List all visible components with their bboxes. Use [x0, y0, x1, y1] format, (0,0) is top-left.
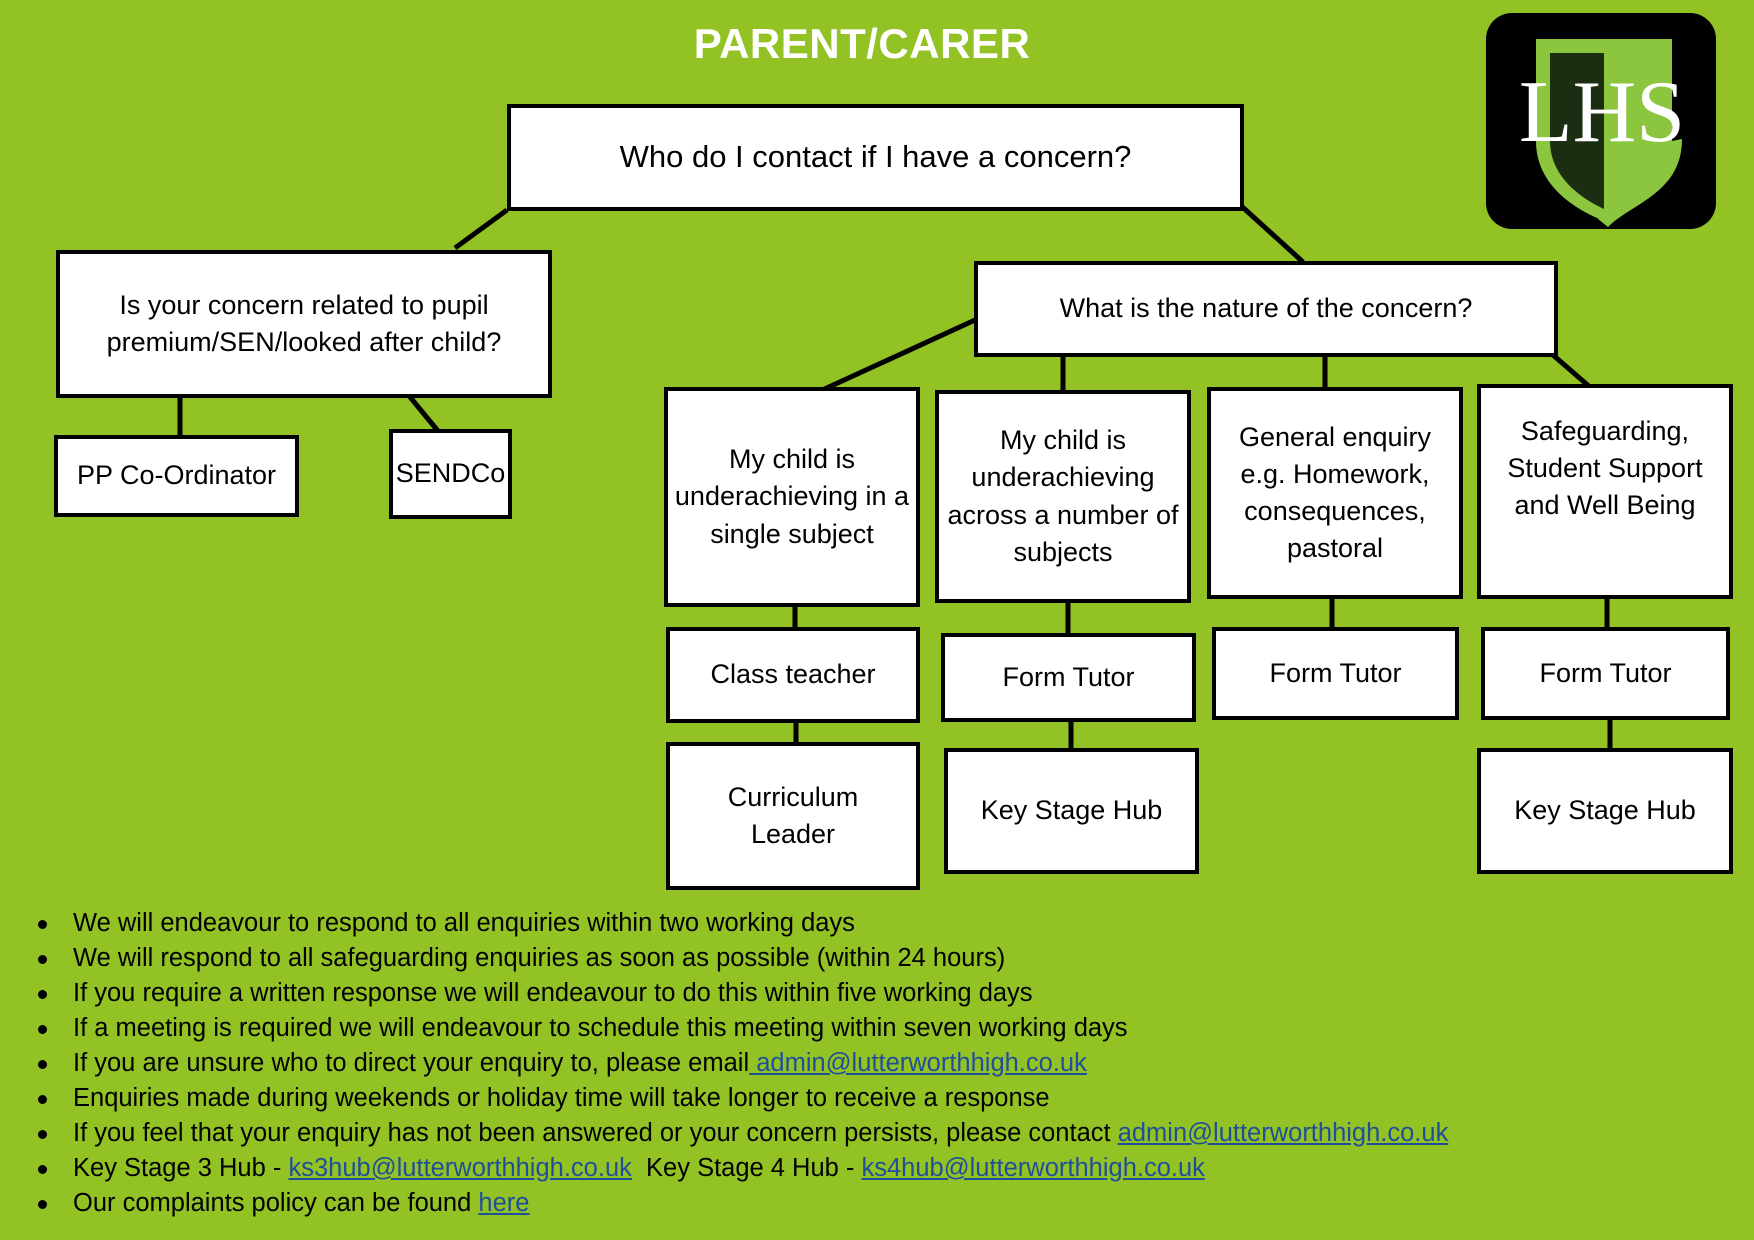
note-item: Our complaints policy can be found here: [30, 1186, 1730, 1221]
ks3-label: Key Stage 3 Hub -: [73, 1154, 289, 1182]
school-logo: LHS: [1486, 13, 1716, 229]
admin-email-link-2[interactable]: admin@lutterworthhigh.co.uk: [1117, 1119, 1449, 1147]
node-pp-coordinator: PP Co-Ordinator: [54, 435, 299, 517]
note-text: We will endeavour to respond to all enqu…: [73, 909, 855, 937]
node-form-tutor-3: Form Tutor: [1481, 627, 1730, 720]
notes-list: We will endeavour to respond to all enqu…: [30, 906, 1730, 1221]
note-item: If you require a written response we wil…: [30, 976, 1730, 1011]
connector-root-nature: [1236, 201, 1305, 264]
note-text: If a meeting is required we will endeavo…: [73, 1014, 1128, 1042]
note-text: If you are unsure who to direct your enq…: [73, 1049, 750, 1077]
note-item: If you are unsure who to direct your enq…: [30, 1046, 1730, 1081]
note-text: We will respond to all safeguarding enqu…: [73, 944, 1006, 972]
node-sendco: SENDCo: [389, 429, 512, 519]
node-safeguarding: Safeguarding, Student Support and Well B…: [1477, 384, 1733, 599]
note-text: If you feel that your enquiry has not be…: [73, 1119, 1118, 1147]
node-key-stage-hub-1: Key Stage Hub: [944, 748, 1199, 874]
note-item: We will respond to all safeguarding enqu…: [30, 941, 1730, 976]
note-item: We will endeavour to respond to all enqu…: [30, 906, 1730, 941]
complaints-policy-link[interactable]: here: [478, 1189, 530, 1217]
node-multiple-subjects: My child is underachieving across a numb…: [935, 390, 1191, 603]
connector-pupil-sendco: [408, 395, 440, 433]
shield-swoosh: [1598, 139, 1682, 227]
node-nature-question: What is the nature of the concern?: [974, 261, 1558, 357]
ks3-email-link[interactable]: ks3hub@lutterworthhigh.co.uk: [288, 1154, 632, 1182]
connector-root-pupil: [453, 207, 509, 251]
node-single-subject: My child is underachieving in a single s…: [664, 387, 920, 607]
node-curriculum-leader: Curriculum Leader: [666, 742, 920, 890]
logo-text: LHS: [1519, 64, 1685, 161]
note-item: Enquiries made during weekends or holida…: [30, 1081, 1730, 1116]
node-general-enquiry: General enquiry e.g. Homework, consequen…: [1207, 387, 1463, 599]
node-form-tutor-1: Form Tutor: [941, 633, 1196, 722]
connector-nature-safe: [1551, 353, 1593, 390]
ks4-label: Key Stage 4 Hub -: [631, 1154, 862, 1182]
note-item: If a meeting is required we will endeavo…: [30, 1011, 1730, 1046]
note-text: If you require a written response we wil…: [73, 979, 1033, 1007]
connector-nature-single: [816, 317, 977, 395]
node-key-stage-hub-2: Key Stage Hub: [1477, 748, 1733, 874]
node-pupil-question: Is your concern related to pupil premium…: [56, 250, 552, 398]
node-class-teacher: Class teacher: [666, 627, 920, 723]
note-item: If you feel that your enquiry has not be…: [30, 1116, 1730, 1151]
node-form-tutor-2: Form Tutor: [1212, 627, 1459, 720]
ks4-email-link[interactable]: ks4hub@lutterworthhigh.co.uk: [861, 1154, 1205, 1182]
note-text: Enquiries made during weekends or holida…: [73, 1084, 1050, 1112]
note-item: Key Stage 3 Hub - ks3hub@lutterworthhigh…: [30, 1151, 1730, 1186]
admin-email-link[interactable]: admin@lutterworthhigh.co.uk: [749, 1049, 1087, 1077]
page-title: PARENT/CARER: [693, 20, 1031, 67]
note-text: Our complaints policy can be found: [73, 1189, 479, 1217]
shield-inner-dark: [1550, 53, 1604, 209]
node-root: Who do I contact if I have a concern?: [507, 104, 1244, 211]
